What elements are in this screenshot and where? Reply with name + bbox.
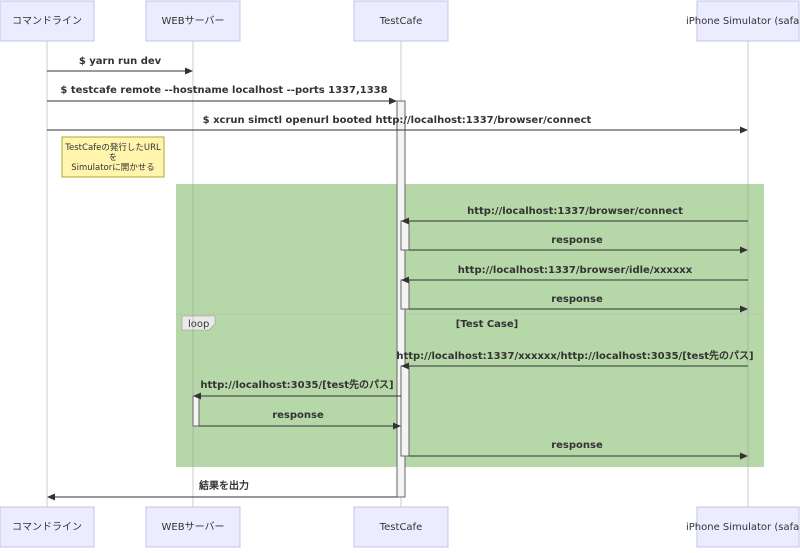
activation-testcafe-test	[400, 365, 410, 457]
actor-label-web-bottom: WEBサーバー	[162, 521, 225, 533]
message-label: http://localhost:3035/[test先のパス]	[200, 378, 393, 391]
note-box	[61, 136, 165, 178]
loop-block	[176, 184, 764, 467]
loop-title: [Test Case]	[456, 319, 518, 330]
actor-label-tc-bottom: TestCafe	[379, 522, 422, 533]
message-label: http://localhost:1337/browser/idle/xxxxx…	[458, 265, 693, 276]
actors-top: コマンドライン WEBサーバー TestCafe iPhone Simulato…	[0, 0, 800, 42]
arrowhead	[740, 305, 748, 313]
messages: $ yarn run dev $ testcafe remote --hostn…	[47, 56, 754, 501]
actor-box-iphone	[696, 0, 800, 42]
note-line-1: TestCafeの発行したURL	[64, 142, 161, 153]
actor-box-iphone-bottom	[696, 506, 800, 548]
actor-label-tc: TestCafe	[379, 16, 422, 27]
activation-testcafe-idle	[400, 279, 410, 310]
activation-webserver	[192, 395, 200, 427]
note: TestCafeの発行したURL を Simulatorに開かせる	[61, 136, 165, 178]
message-label: response	[551, 235, 603, 246]
message-label: http://localhost:1337/xxxxxx/http://loca…	[396, 349, 753, 362]
message-label: http://localhost:1337/browser/connect	[467, 206, 683, 217]
arrowhead	[401, 362, 409, 370]
arrowhead	[740, 126, 748, 134]
arrowhead	[193, 392, 201, 400]
note-line-3: Simulatorに開かせる	[71, 163, 155, 173]
loop-label: loop	[188, 319, 209, 330]
actors-bottom: コマンドライン WEBサーバー TestCafe iPhone Simulato…	[0, 506, 800, 548]
message-label: response	[551, 440, 603, 451]
arrowhead	[185, 67, 193, 75]
message-label: $ xcrun simctl openurl booted http://loc…	[203, 115, 592, 126]
message-label: 結果を出力	[199, 479, 249, 492]
arrowhead	[389, 97, 397, 105]
actor-label-iphone: iPhone Simulator (safari)	[686, 16, 800, 27]
arrowhead	[401, 217, 409, 225]
arrowhead	[401, 276, 409, 284]
activation-testcafe-connect	[400, 220, 410, 251]
actor-box-cli-bottom	[0, 506, 95, 548]
message-label: $ yarn run dev	[79, 56, 162, 67]
actor-box-web-bottom	[145, 506, 241, 548]
actor-box-cli	[0, 0, 95, 42]
message-label: response	[551, 294, 603, 305]
actor-box-tc	[353, 0, 449, 42]
message-label: $ testcafe remote --hostname localhost -…	[60, 85, 387, 96]
arrowhead	[740, 246, 748, 254]
actor-label-iphone-bottom: iPhone Simulator (safari)	[686, 522, 800, 533]
actor-label-cli-bottom: コマンドライン	[12, 521, 82, 533]
actor-label-cli: コマンドライン	[12, 15, 82, 27]
actor-box-tc-bottom	[353, 506, 449, 548]
arrowhead	[393, 422, 401, 430]
message-label: response	[272, 410, 324, 421]
arrowhead	[47, 493, 55, 501]
actor-box-web	[145, 0, 241, 42]
loop-label-tag	[181, 315, 216, 331]
actor-label-web: WEBサーバー	[162, 15, 225, 27]
arrowhead	[740, 452, 748, 460]
note-line-2: を	[109, 153, 118, 163]
